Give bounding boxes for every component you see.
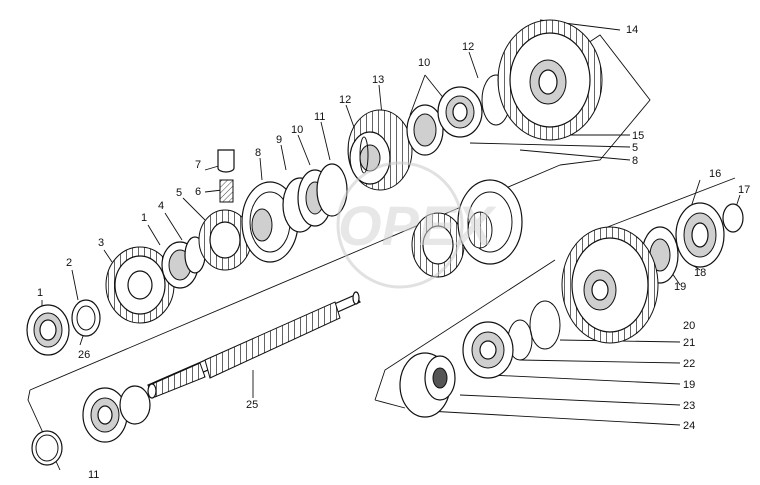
bearing-1b	[161, 236, 206, 289]
callout-11b: 11	[88, 469, 99, 481]
callout-5b: 5	[632, 142, 638, 154]
callout-1b: 1	[141, 212, 147, 224]
detent-spring-and-pin	[217, 149, 235, 203]
gear-20	[561, 226, 659, 344]
callout-17: 17	[738, 184, 750, 196]
sleeve-2	[71, 299, 101, 337]
gear-5	[198, 209, 252, 271]
callout-5: 5	[176, 187, 182, 199]
callout-18: 18	[694, 267, 706, 279]
callout-19b: 19	[683, 379, 695, 391]
callout-6: 6	[195, 186, 201, 198]
gear-13	[347, 109, 413, 191]
output-shaft	[147, 291, 361, 399]
callout-9: 9	[276, 134, 282, 146]
bearing-right-16	[641, 202, 744, 284]
callout-22: 22	[683, 358, 695, 370]
callout-26: 26	[78, 349, 90, 361]
flange-23-24	[399, 352, 456, 418]
callout-12: 12	[339, 94, 351, 106]
callout-12b: 12	[462, 41, 474, 53]
callout-19: 19	[674, 281, 686, 293]
callout-13: 13	[372, 74, 384, 86]
callout-2: 2	[66, 257, 72, 269]
bottom-bearing-and-ring	[31, 385, 151, 466]
callout-23: 23	[683, 400, 695, 412]
callout-4: 4	[158, 200, 164, 212]
callout-8b: 8	[632, 155, 638, 167]
watermark: OPEX	[336, 161, 497, 289]
callout-labels: 1 2 26 3 1 4 5 6 7 8 9 10 11 12 13 10 12…	[37, 24, 750, 481]
synchro-center	[411, 179, 523, 278]
callout-11: 11	[314, 111, 325, 123]
gear-3	[105, 246, 175, 324]
callout-10b: 10	[418, 57, 430, 69]
callout-3: 3	[98, 237, 104, 249]
callout-14: 14	[626, 24, 638, 36]
callout-21: 21	[683, 337, 695, 349]
bearing-left	[26, 304, 70, 356]
bearing-19b	[462, 321, 514, 379]
gear-14	[497, 19, 603, 141]
callout-15: 15	[632, 130, 644, 142]
callout-25: 25	[246, 399, 258, 411]
bearing-upper-10	[406, 86, 483, 156]
callout-8: 8	[255, 147, 261, 159]
callout-7: 7	[195, 159, 201, 171]
callout-16: 16	[709, 168, 721, 180]
snap-rings-21-22	[507, 300, 561, 361]
rings-9-10-11	[282, 163, 348, 233]
callout-24: 24	[683, 420, 695, 432]
callout-1: 1	[37, 287, 43, 299]
watermark-text: OPEX	[338, 194, 497, 257]
callout-20: 20	[683, 320, 695, 332]
callout-10: 10	[291, 124, 303, 136]
